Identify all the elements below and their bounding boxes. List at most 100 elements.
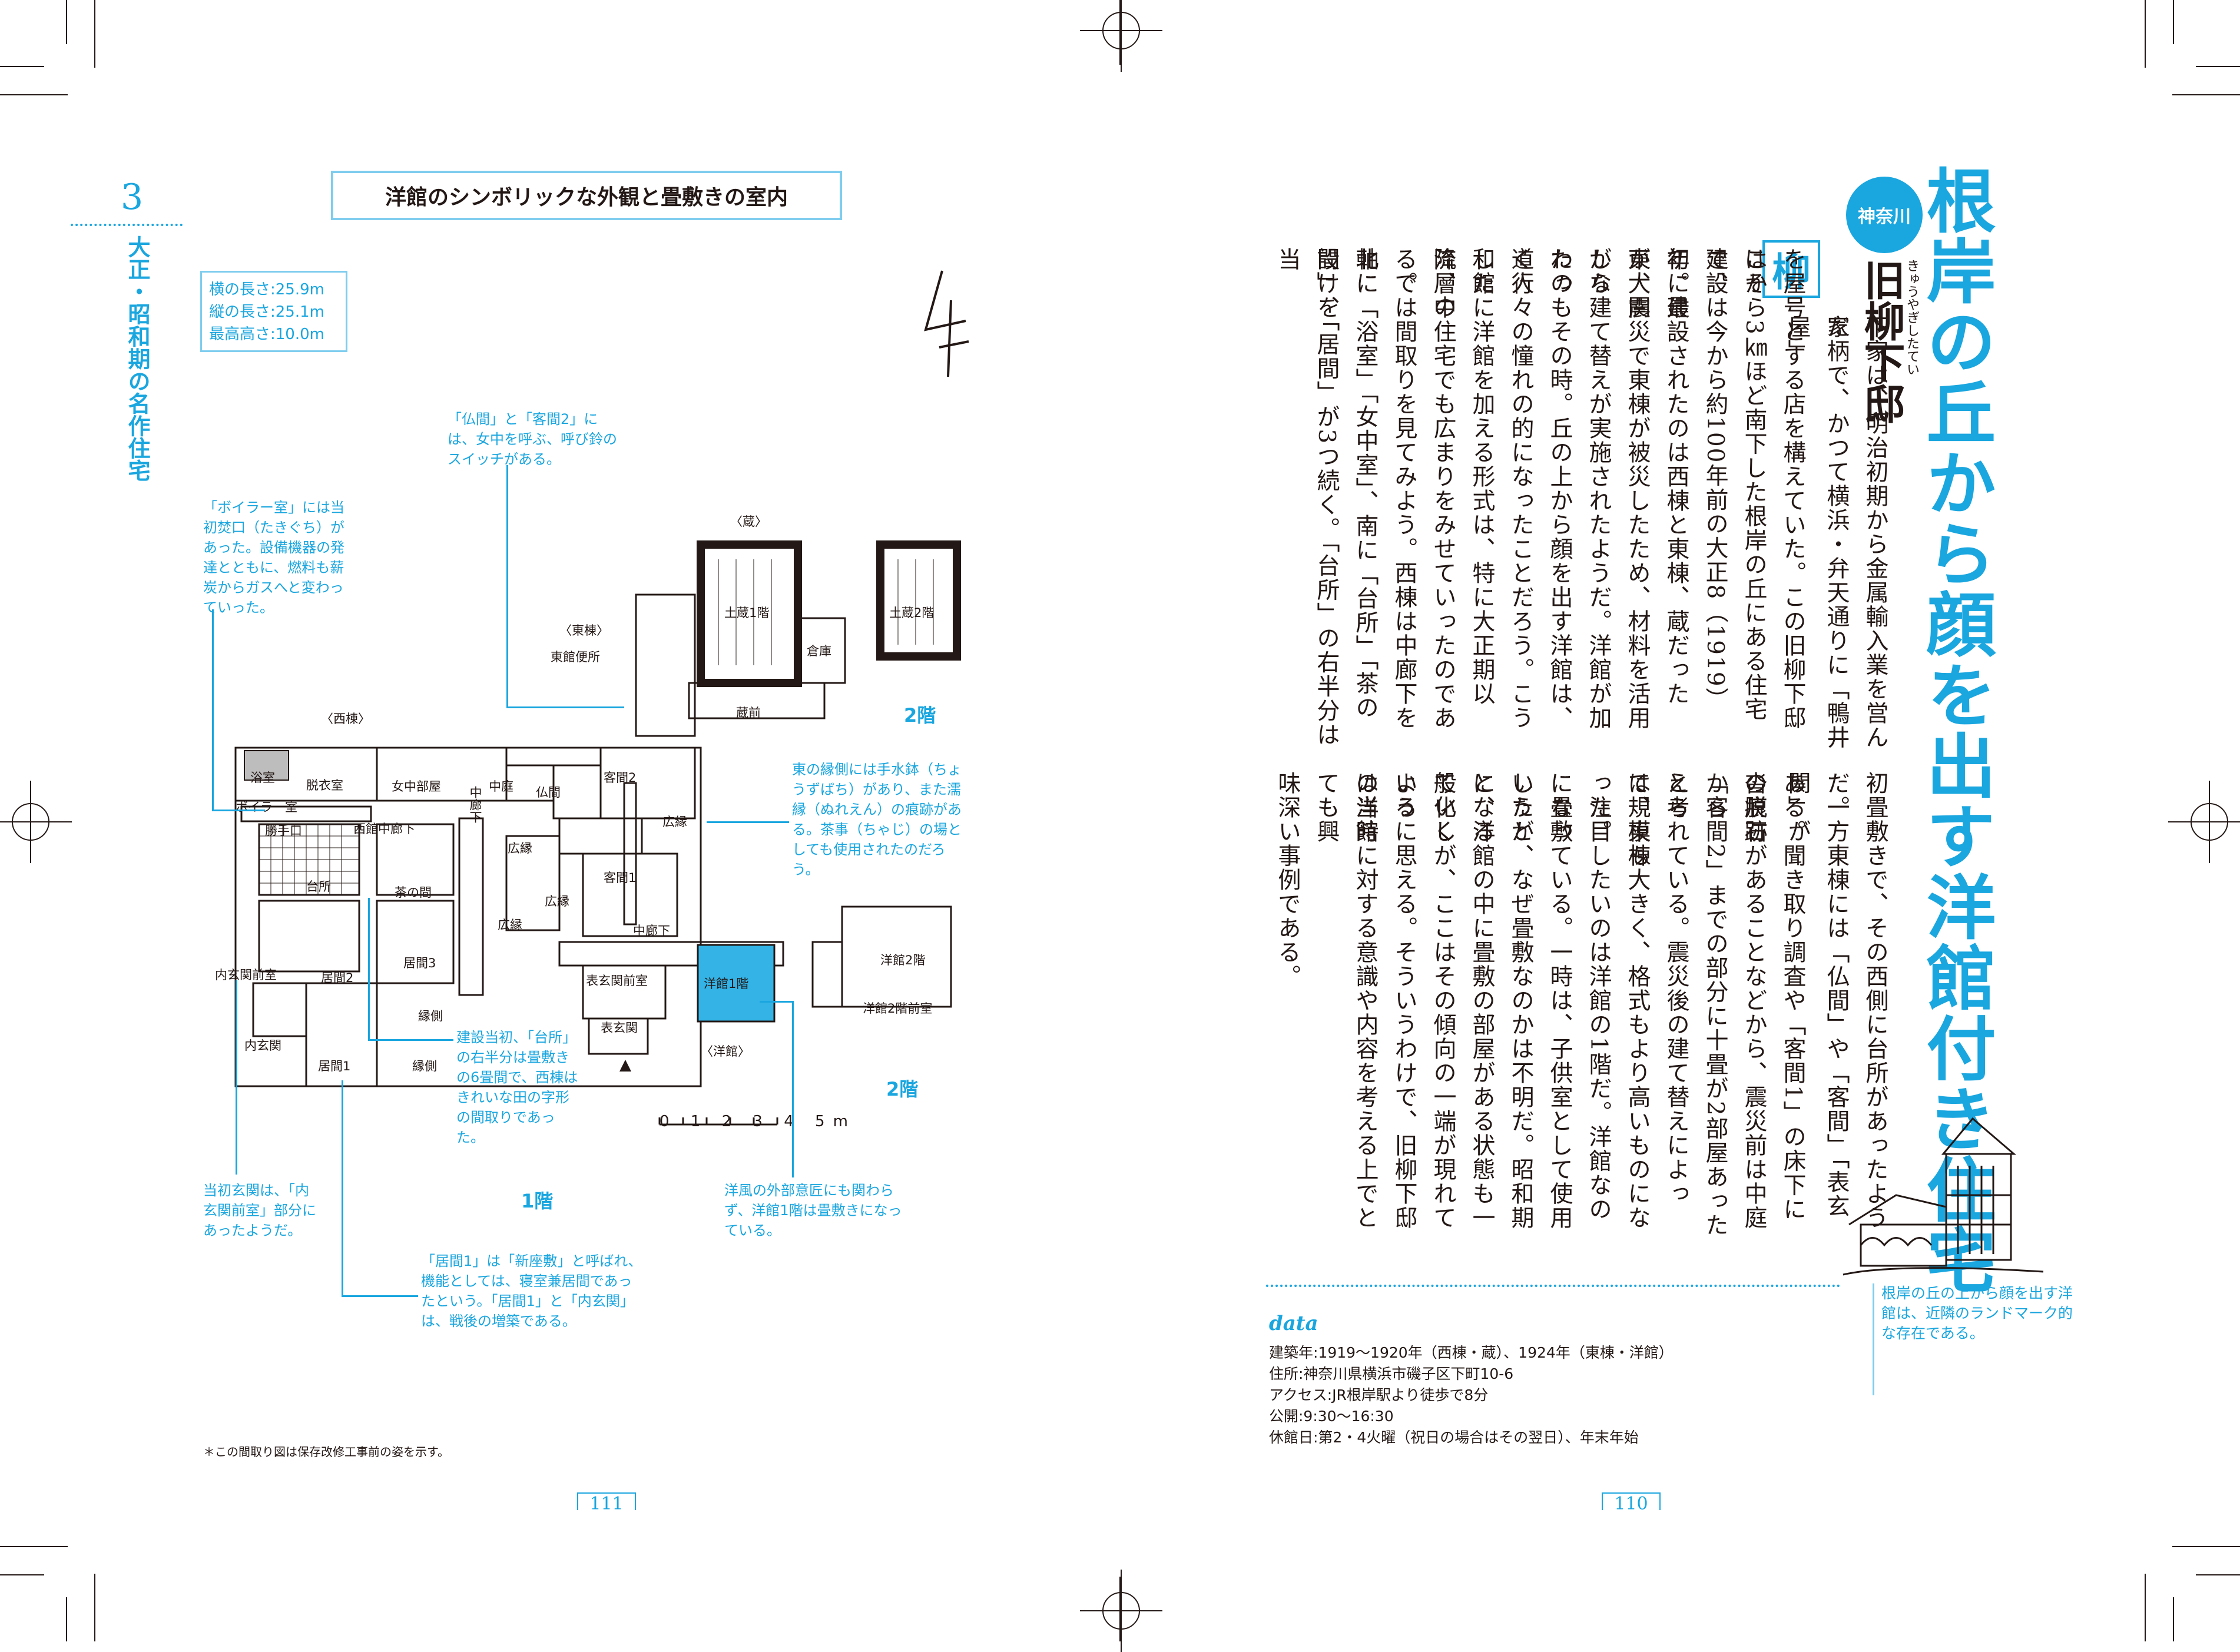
registration-mark-top (1080, 0, 1162, 72)
room-nakaroka: 中廊下 (633, 924, 670, 938)
body-col: 家柄で、かつて横浜・弁天通りに「鴨井屋」 (1784, 315, 1850, 749)
chapter-divider (71, 224, 183, 226)
room-east-toilet: 東館便所 (551, 650, 600, 664)
room-west-corridor: 西館中廊下 (353, 822, 415, 836)
body-col: 「客間2」までの部分に十畳が2部屋あったと考 (1663, 771, 1728, 1238)
room-yokan2: 洋館2階 (880, 953, 926, 967)
data-address: 住所:神奈川県横浜市磯子区下町10-6 (1269, 1365, 1514, 1382)
note-kitchen: 建設当初、「台所」の右半分は畳敷きの6畳間で、西棟はきれいな田の字形の間取りであ… (456, 1029, 578, 1146)
room-souko: 倉庫 (807, 644, 831, 658)
note-engawa: 東の縁側には手水鉢（ちょうずばち）があり、また濡縁（ぬれえん）の痕跡がある。茶事… (792, 761, 962, 878)
north-arrow-icon (924, 270, 969, 377)
dimension-height: 最高高さ:10.0m (209, 326, 324, 343)
body-col: く人々の憧れの的になったことだろう。こうした (1469, 247, 1534, 730)
leader-line-engawa (707, 821, 789, 823)
footnote: ＊この間取り図は保存改修工事前の姿を示す。 (203, 1445, 449, 1459)
article-title: 根岸の丘から顔を出す洋館付き住宅 (1914, 165, 1996, 1295)
room-engawa-1: 縁側 (418, 1009, 443, 1023)
data-divider (1266, 1285, 1840, 1287)
prefecture-badge: 神奈川 (1846, 177, 1923, 253)
drop-cap: 柳 (1762, 240, 1820, 298)
room-daidokoro: 台所 (306, 880, 331, 894)
room-hiroen-2: 広縁 (508, 841, 532, 855)
dimension-width: 横の長さ:25.9m (209, 281, 324, 298)
photo-caption: 根岸の丘の上から顔を出す洋館は、近隣のランドマーク的な存在である。 (1873, 1283, 2076, 1395)
room-ima3: 居間3 (403, 956, 436, 970)
room-yokan1: 洋館1階 (704, 977, 749, 991)
body-col: では間取りを見てみよう。西棟は中廊下を軸に (1352, 247, 1417, 730)
scale-label: 0 1 2 3 4 5m (660, 1113, 856, 1130)
room-ima1: 居間1 (318, 1059, 351, 1073)
body-col: 設け、「居間」が3つ続く。「台所」の右半分は当 (1274, 247, 1340, 747)
room-kyakuma1: 客間1 (604, 871, 637, 885)
body-col: ある。聞き取り調査や「客間1」の床下に沓脱石 (1741, 771, 1806, 1222)
leader-line-bell-h (506, 706, 624, 708)
body-col: 初畳敷きで、その西側に台所があったようだ。 (1823, 771, 1888, 1230)
wing-label-east: 〈東棟〉 (559, 623, 609, 638)
room-butsuma: 仏間 (536, 785, 561, 800)
note-genkan: 当初玄関は、「内玄関前室」部分にあったようだ。 (203, 1182, 316, 1239)
body-col: 流層の住宅でも広まりをみせていったのである。 (1391, 247, 1456, 730)
note-boiler: 「ボイラー室」には当初焚口（たきぐち）があった。設備機器の発達とともに、燃料も薪… (203, 499, 344, 616)
body-col: こから3㎞ほど南下した根岸の丘にある住宅で、 (1702, 247, 1767, 722)
leader-line-ima1-h (342, 1295, 418, 1297)
wing-label-western: 〈洋館〉 (701, 1044, 750, 1059)
body-col: を屋号とする店を構えていた。この旧柳下邸はそ (1741, 247, 1806, 730)
section-heading-text: 洋館のシンボリックな外観と畳敷きの室内 (385, 185, 788, 210)
room-hiroen-3: 広縁 (545, 894, 569, 908)
leader-line-yokan-h (760, 1001, 792, 1003)
wing-label-west: 〈西棟〉 (321, 712, 370, 726)
registration-mark-bottom (1080, 1570, 1162, 1652)
floor-label-1f: 1階 (521, 1190, 554, 1212)
data-block: 建築年:1919〜1920年（西棟・蔵）、1924年（東棟・洋館） 住所:神奈川… (1269, 1342, 1674, 1448)
body-col: と、洋館の中に畳敷の部屋がある状態も一般化し (1430, 771, 1495, 1230)
room-engawa-2: 縁側 (412, 1059, 437, 1073)
room-nakaniwa: 中庭 (489, 779, 513, 794)
room-omote-mae: 表玄関前室 (586, 974, 648, 988)
room-kura2: 土蔵2階 (889, 606, 935, 620)
body-col: 北に「浴室」「女中室」、南に「台所」「茶の間」を (1313, 247, 1379, 720)
leader-line-genkan (236, 980, 237, 1175)
drop-cap-char: 柳 (1772, 249, 1811, 295)
room-ima2: 居間2 (321, 971, 354, 985)
body-col: がら建て替えが実施されたようだ。洋館が加わっ (1546, 247, 1612, 730)
house-reading: きゅうやぎしたてい (1904, 259, 1919, 376)
room-boiler: ボイラー室 (236, 800, 297, 814)
leader-line-kitchen-h (368, 1039, 453, 1041)
room-yokan2-mae: 洋館2階前室 (863, 1001, 933, 1016)
leader-line-yokan (792, 1001, 794, 1177)
room-kyakuma2: 客間2 (604, 771, 637, 785)
data-built: 建築年:1919〜1920年（西棟・蔵）、1924年（東棟・洋館） (1269, 1344, 1674, 1361)
house-name: 旧柳下邸 (1857, 259, 1906, 424)
body-col: 和館に洋館を加える形式は、特に大正期以降、中 (1430, 247, 1495, 706)
data-access: アクセス:JR根岸駅より徒歩で8分 (1269, 1386, 1489, 1404)
body-col: ていくが、ここはその傾向の一端が現れている (1391, 771, 1456, 1230)
page-number-right: 110 (1602, 1492, 1661, 1514)
dimension-depth: 縦の長さ:25.1m (209, 303, 324, 321)
chapter-number: 3 (121, 177, 144, 218)
body-col: 初に建設されたのは西棟と東棟、蔵だったが、関 (1624, 247, 1689, 706)
body-col: ように思える。そういうわけで、旧柳下邸は当時 (1352, 771, 1417, 1230)
chapter-title: 大正・昭和期の名作住宅 (124, 235, 150, 482)
floor-label-2f-top: 2階 (904, 704, 936, 727)
leader-line-kitchen (368, 898, 370, 1039)
room-uchigenkan-mae: 内玄関前室 (215, 968, 277, 982)
body-col: の洋館に対する意識や内容を考える上でとても興 (1313, 771, 1379, 1230)
body-col: たのもその時。丘の上から顔を出す洋館は、道行 (1507, 247, 1573, 730)
note-yokan: 洋風の外部意匠にも関わらず、洋館1階は畳敷きになっている。 (724, 1182, 902, 1239)
leader-line-ima1 (342, 1080, 343, 1295)
wing-label-kura: 〈蔵〉 (730, 515, 767, 529)
body-col: 味深い事例である。 (1274, 771, 1301, 988)
leader-line-boiler-h (212, 810, 265, 811)
floor-label-2f-bottom: 2階 (886, 1078, 919, 1100)
body-col: えられている。震災後の建て替えによって、東棟 (1624, 771, 1689, 1206)
data-closed: 休館日:第2・4火曜（祝日の場合はその翌日）、年末年始 (1269, 1429, 1639, 1446)
room-kuramae: 蔵前 (736, 706, 761, 720)
body-col: 一方東棟には「仏間」や「客間」「表玄関」が (1784, 771, 1850, 1219)
body-col: 下家は、明治初期から金属輸入業を営んだ (1823, 315, 1888, 749)
data-hours: 公開:9:30〜16:30 (1269, 1408, 1394, 1425)
room-katteguchi: 勝手口 (265, 824, 302, 838)
floor-plan (234, 540, 961, 1126)
body-col: は規模も大きく、格式もより高いものになった。 (1585, 771, 1651, 1230)
room-uchigenkan: 内玄関 (244, 1039, 281, 1053)
